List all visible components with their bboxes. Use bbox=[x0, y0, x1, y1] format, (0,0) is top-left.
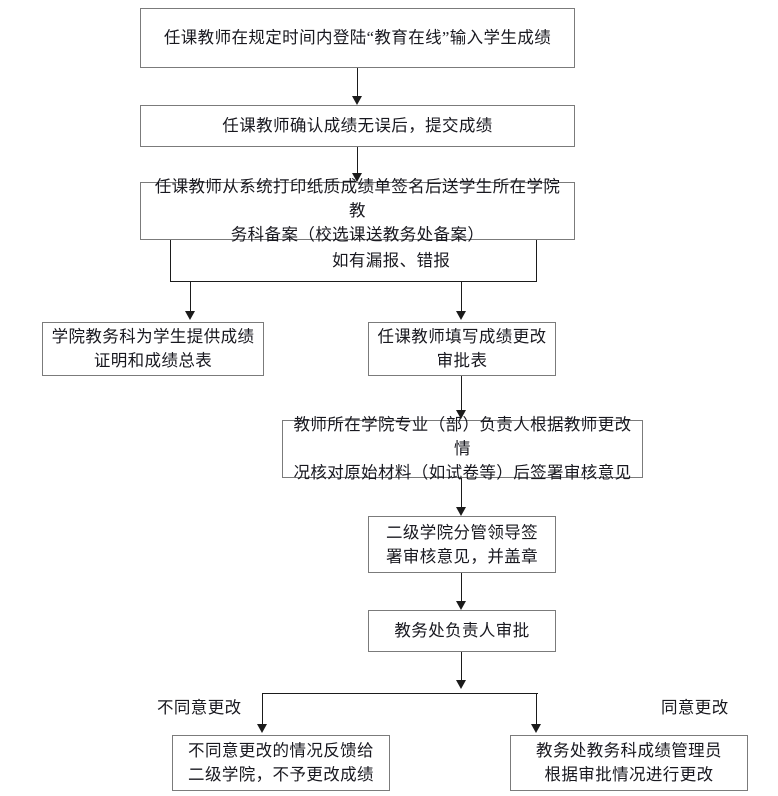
edge-n3-to-n4-arrowhead bbox=[184, 311, 195, 320]
node-confirm-submit-label: 任课教师确认成绩无误后，提交成绩 bbox=[222, 116, 493, 136]
edge-n8-branch-stem bbox=[461, 652, 462, 680]
edge-n2-to-n3-arrowhead bbox=[351, 173, 362, 182]
edge-n3-branch-left-stem bbox=[170, 240, 171, 281]
node-provide-certificate[interactable]: 学院教务科为学生提供成绩 证明和成绩总表 bbox=[42, 322, 264, 376]
edge-n5-to-n6 bbox=[461, 376, 462, 410]
node-confirm-submit[interactable]: 任课教师确认成绩无误后，提交成绩 bbox=[140, 105, 575, 147]
edge-n8-to-n9-arrowhead bbox=[256, 724, 267, 733]
edge-n7-to-n8 bbox=[461, 573, 462, 601]
edge-label-omission-error: 如有漏报、错报 bbox=[332, 251, 451, 270]
edge-n3-branch-right-stem bbox=[536, 240, 537, 281]
node-fill-change-form[interactable]: 任课教师填写成绩更改 审批表 bbox=[368, 322, 556, 376]
node-reject-feedback-label: 不同意更改的情况反馈给 二级学院，不予更改成绩 bbox=[188, 741, 374, 784]
node-enter-grades[interactable]: 任课教师在规定时间内登陆“教育在线”输入学生成绩 bbox=[140, 8, 575, 68]
edge-n8-branch-bar bbox=[262, 693, 538, 694]
edge-n3-to-n5 bbox=[461, 281, 462, 311]
edge-n3-to-n4 bbox=[190, 281, 191, 311]
edge-n6-to-n7 bbox=[461, 478, 462, 507]
edge-n2-to-n3 bbox=[357, 147, 358, 173]
edge-n1-to-n2 bbox=[357, 68, 358, 96]
node-apply-change-label: 教务处教务科成绩管理员 根据审批情况进行更改 bbox=[536, 741, 722, 784]
node-college-leader-sign[interactable]: 二级学院分管领导签 署审核意见，并盖章 bbox=[368, 516, 556, 573]
node-apply-change[interactable]: 教务处教务科成绩管理员 根据审批情况进行更改 bbox=[510, 735, 748, 791]
edge-n1-to-n2-arrowhead bbox=[351, 96, 362, 105]
node-provide-certificate-label: 学院教务科为学生提供成绩 证明和成绩总表 bbox=[51, 327, 255, 370]
edge-n8-to-n10 bbox=[536, 693, 537, 724]
edge-n3-to-n5-arrowhead bbox=[455, 311, 466, 320]
edge-n5-to-n6-arrowhead bbox=[455, 410, 466, 419]
edge-n3-branch-bar bbox=[170, 281, 537, 282]
node-enter-grades-label: 任课教师在规定时间内登陆“教育在线”输入学生成绩 bbox=[163, 28, 552, 48]
node-academic-affairs-approval[interactable]: 教务处负责人审批 bbox=[368, 610, 556, 652]
edge-n8-branch-stem-arrowhead bbox=[455, 680, 466, 689]
node-fill-change-form-label: 任课教师填写成绩更改 审批表 bbox=[377, 327, 547, 370]
edge-n8-to-n10-arrowhead bbox=[530, 724, 541, 733]
node-reject-feedback[interactable]: 不同意更改的情况反馈给 二级学院，不予更改成绩 bbox=[172, 735, 390, 791]
edge-n7-to-n8-arrowhead bbox=[455, 601, 466, 610]
edge-n6-to-n7-arrowhead bbox=[455, 507, 466, 516]
node-print-sign-file[interactable]: 任课教师从系统打印纸质成绩单签名后送学生所在学院教 务科备案（校选课送教务处备案… bbox=[140, 177, 575, 244]
node-print-sign-file-label: 任课教师从系统打印纸质成绩单签名后送学生所在学院教 务科备案（校选课送教务处备案… bbox=[154, 177, 561, 244]
node-department-review-label: 教师所在学院专业（部）负责人根据教师更改情 况核对原始材料（如试卷等）后签署审核… bbox=[293, 415, 632, 482]
node-academic-affairs-approval-label: 教务处负责人审批 bbox=[394, 621, 530, 641]
edge-n8-to-n9 bbox=[262, 693, 263, 724]
node-department-review[interactable]: 教师所在学院专业（部）负责人根据教师更改情 况核对原始材料（如试卷等）后签署审核… bbox=[282, 415, 643, 482]
edge-label-disagree: 不同意更改 bbox=[157, 698, 242, 717]
edge-label-agree: 同意更改 bbox=[661, 698, 729, 717]
node-college-leader-sign-label: 二级学院分管领导签 署审核意见，并盖章 bbox=[385, 522, 539, 566]
